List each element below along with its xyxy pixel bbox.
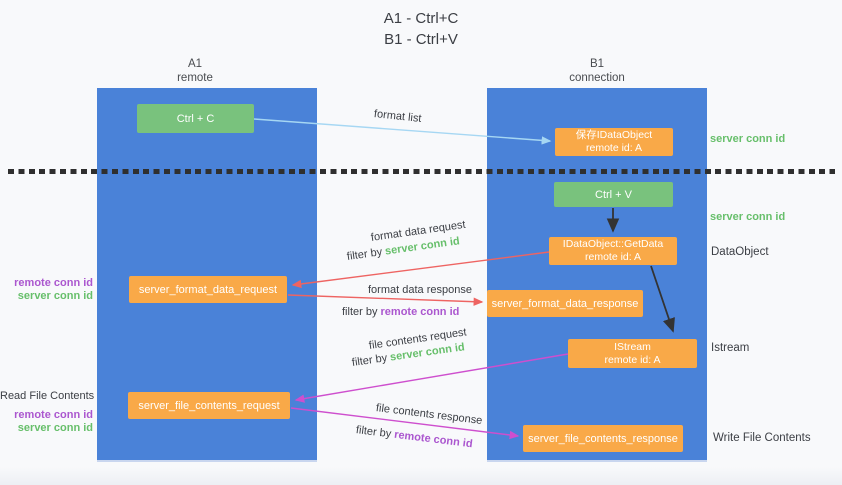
format-data-response-arrow (287, 294, 484, 306)
server-file-contents-request-label: server_file_contents_request (138, 399, 280, 412)
dataobject-side-label: DataObject (711, 246, 769, 258)
left-server-conn-id-top: server conn id (17, 290, 93, 302)
bottom-fade (0, 467, 842, 485)
getdata-remote-id: remote id: A (584, 251, 642, 263)
save-idataobject-node: 保存IDataObject remote id: A (555, 128, 673, 156)
idataobject-getdata-node: IDataObject::GetData remote id: A (549, 237, 677, 265)
save-idataobject-title: 保存IDataObject (575, 129, 653, 141)
server-format-data-response-label: server_format_data_response (491, 297, 639, 310)
server-file-contents-request-node: server_file_contents_request (128, 392, 290, 419)
filter-by-remote-conn-id-label-2: filter by remote conn id (355, 424, 473, 450)
write-file-contents-label: Write File Contents (713, 432, 811, 444)
column-header-b1: B1 connection (487, 57, 707, 85)
server-format-data-response-node: server_format_data_response (487, 290, 643, 317)
istream-node: IStream remote id: A (568, 339, 697, 368)
left-remote-conn-id-top: remote conn id (14, 277, 93, 289)
server-format-data-request-label: server_format_data_request (138, 283, 278, 296)
filter-by-text-3: filter by (351, 351, 391, 369)
right-server-conn-id-top: server conn id (710, 133, 786, 145)
read-file-contents-label: Read File Contents (0, 390, 95, 402)
machine-boundary-dotted-line (8, 169, 835, 174)
a1-subtitle: remote (177, 72, 213, 84)
remote-conn-id-text-2: remote conn id (393, 428, 474, 451)
left-remote-conn-id-bottom: remote conn id (14, 409, 93, 421)
server-file-contents-response-label: server_file_contents_response (528, 432, 678, 445)
format-list-label: format list (373, 108, 423, 125)
server-format-data-request-node: server_format_data_request (129, 276, 287, 303)
istream-remote-id: remote id: A (604, 353, 661, 366)
b1-subtitle: connection (569, 72, 625, 84)
diagram-title: A1 - Ctrl+C B1 - Ctrl+V (0, 8, 842, 50)
server-file-contents-response-node: server_file_contents_response (523, 425, 683, 452)
getdata-title: IDataObject::GetData (562, 238, 664, 250)
remote-conn-id-text-1: remote conn id (380, 306, 460, 318)
filter-by-text-2: filter by (342, 306, 381, 318)
left-server-conn-id-bottom: server conn id (17, 422, 93, 434)
title-line-ctrl-c: A1 - Ctrl+C (383, 10, 459, 27)
b1-name: B1 (589, 58, 605, 70)
title-line-ctrl-v: B1 - Ctrl+V (384, 31, 458, 48)
ctrl-c-label: Ctrl + C (176, 112, 215, 125)
ctrl-c-node: Ctrl + C (137, 104, 254, 133)
a1-name: A1 (187, 58, 203, 70)
right-server-conn-id-mid: server conn id (710, 211, 786, 223)
filter-by-text-1: filter by (346, 245, 386, 263)
column-header-a1: A1 remote (85, 57, 305, 85)
save-idataobject-remote-id: remote id: A (585, 142, 643, 154)
format-data-response-label: format data response (368, 284, 472, 296)
ctrl-v-node: Ctrl + V (554, 182, 673, 207)
istream-title: IStream (614, 340, 651, 353)
ctrl-v-label: Ctrl + V (595, 188, 632, 201)
file-contents-response-label: file contents response (375, 402, 483, 427)
istream-side-label: Istream (711, 342, 750, 354)
filter-by-text-4: filter by (355, 424, 395, 441)
filter-by-remote-conn-id-label-1: filter by remote conn id (342, 306, 459, 318)
